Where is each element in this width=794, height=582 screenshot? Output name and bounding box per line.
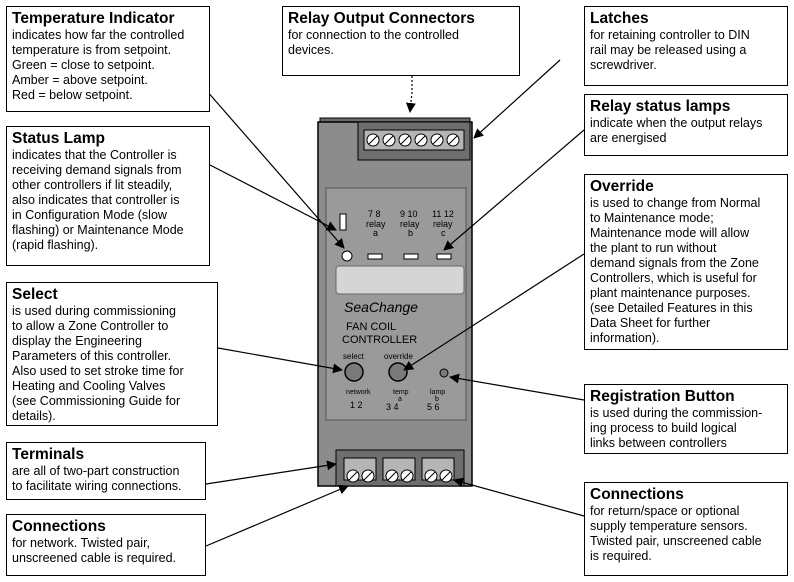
network-label: network [346,389,371,396]
callout-body: indicate when the output relays are ener… [590,116,763,145]
relay-b-letter: b [408,228,413,238]
relay-labels: 7 8 relay a 9 10 relay b 11 12 relay c [366,209,454,238]
override-label: override [384,352,413,361]
callout-title: Registration Button [590,388,735,405]
select-label: select [343,352,365,361]
callout-connections-network: Connections for network. Twisted pair, u… [6,514,206,576]
temp-letter: a [398,396,402,403]
lamp-terminals: 5 6 [427,402,440,412]
callout-title: Connections [590,486,684,503]
leader-terminals [205,460,337,485]
callout-body: is used to change from Normal to Mainten… [590,196,761,345]
leader-relay-output [405,76,416,113]
leader-status-lamp [209,164,337,231]
temp-terminals: 3 4 [386,402,399,412]
temp-label: temp [393,389,409,396]
relay-lamp-b [403,253,419,260]
callout-title: Select [12,286,58,303]
status-lamp [339,213,347,231]
leader-relay-lamps [443,129,585,251]
callout-status-lamp: Status Lamp indicates that the Controlle… [6,126,210,266]
callout-terminals: Terminals are all of two-part constructi… [6,442,206,500]
leader-connections-sensors [453,477,585,517]
relay-c-letter: c [441,228,446,238]
callout-relay-output-connectors: Relay Output Connectors for connection t… [282,6,520,76]
callout-override: Override is used to change from Normal t… [584,174,788,350]
network-terminals: 1 2 [350,400,363,410]
model-line-2: CONTROLLER [342,334,417,346]
relay-lamp-a [367,253,383,260]
callout-title: Latches [590,10,649,27]
callout-title: Terminals [12,446,85,463]
callout-temperature-indicator: Temperature Indicator indicates how far … [6,6,210,112]
relay-a-label: relay [366,219,386,229]
relay-c-terminals: 11 12 [432,209,454,219]
temperature-indicator-lamp [341,250,353,262]
leader-override [403,253,585,371]
relay-b-label: relay [400,219,420,229]
callout-body: indicates that the Controller is receivi… [12,148,184,252]
leader-registration [449,373,585,401]
callout-body: is used during the commission- ing proce… [590,406,763,450]
callout-title: Relay Output Connectors [288,10,475,27]
relay-lamp-c [436,253,452,260]
callout-select: Select is used during commissioning to a… [6,282,218,426]
relay-c-label: relay [433,219,453,229]
bottom-screws [346,469,453,483]
callout-title: Status Lamp [12,130,106,147]
callout-title: Relay status lamps [590,98,731,115]
callout-body: for connection to the controlled devices… [288,28,459,57]
model-line-1: FAN COIL [346,321,396,333]
callout-body: for return/space or optional supply temp… [590,504,762,563]
leader-latches [473,59,561,139]
select-button[interactable] [344,362,364,382]
callout-title: Override [590,178,654,195]
callout-relay-status-lamps: Relay status lamps indicate when the out… [584,94,788,156]
relay-a-terminals: 7 8 [368,209,381,219]
brand-logo: SeaChange [344,299,418,315]
callout-body: are all of two-part construction to faci… [12,464,182,493]
callout-body: is used during commissioning to allow a … [12,304,184,423]
display-window [335,265,465,295]
leader-select [217,347,343,374]
leader-connections-network [205,484,349,547]
callout-body: for network. Twisted pair, unscreened ca… [12,536,176,565]
registration-button[interactable] [439,368,449,378]
callout-body: indicates how far the controlled tempera… [12,28,185,102]
callout-connections-sensors: Connections for return/space or optional… [584,482,788,576]
callout-title: Connections [12,518,106,535]
callout-latches: Latches for retaining controller to DIN … [584,6,788,86]
override-button[interactable] [388,362,408,382]
leader-lines [205,59,585,547]
lamp-letter: b [435,396,439,403]
relay-a-letter: a [373,228,378,238]
callout-body: for retaining controller to DIN rail may… [590,28,750,72]
callout-title: Temperature Indicator [12,10,175,27]
callout-registration-button: Registration Button is used during the c… [584,384,788,454]
top-screws [366,133,460,147]
relay-b-terminals: 9 10 [400,209,418,219]
lamp-label: lamp [430,389,445,396]
